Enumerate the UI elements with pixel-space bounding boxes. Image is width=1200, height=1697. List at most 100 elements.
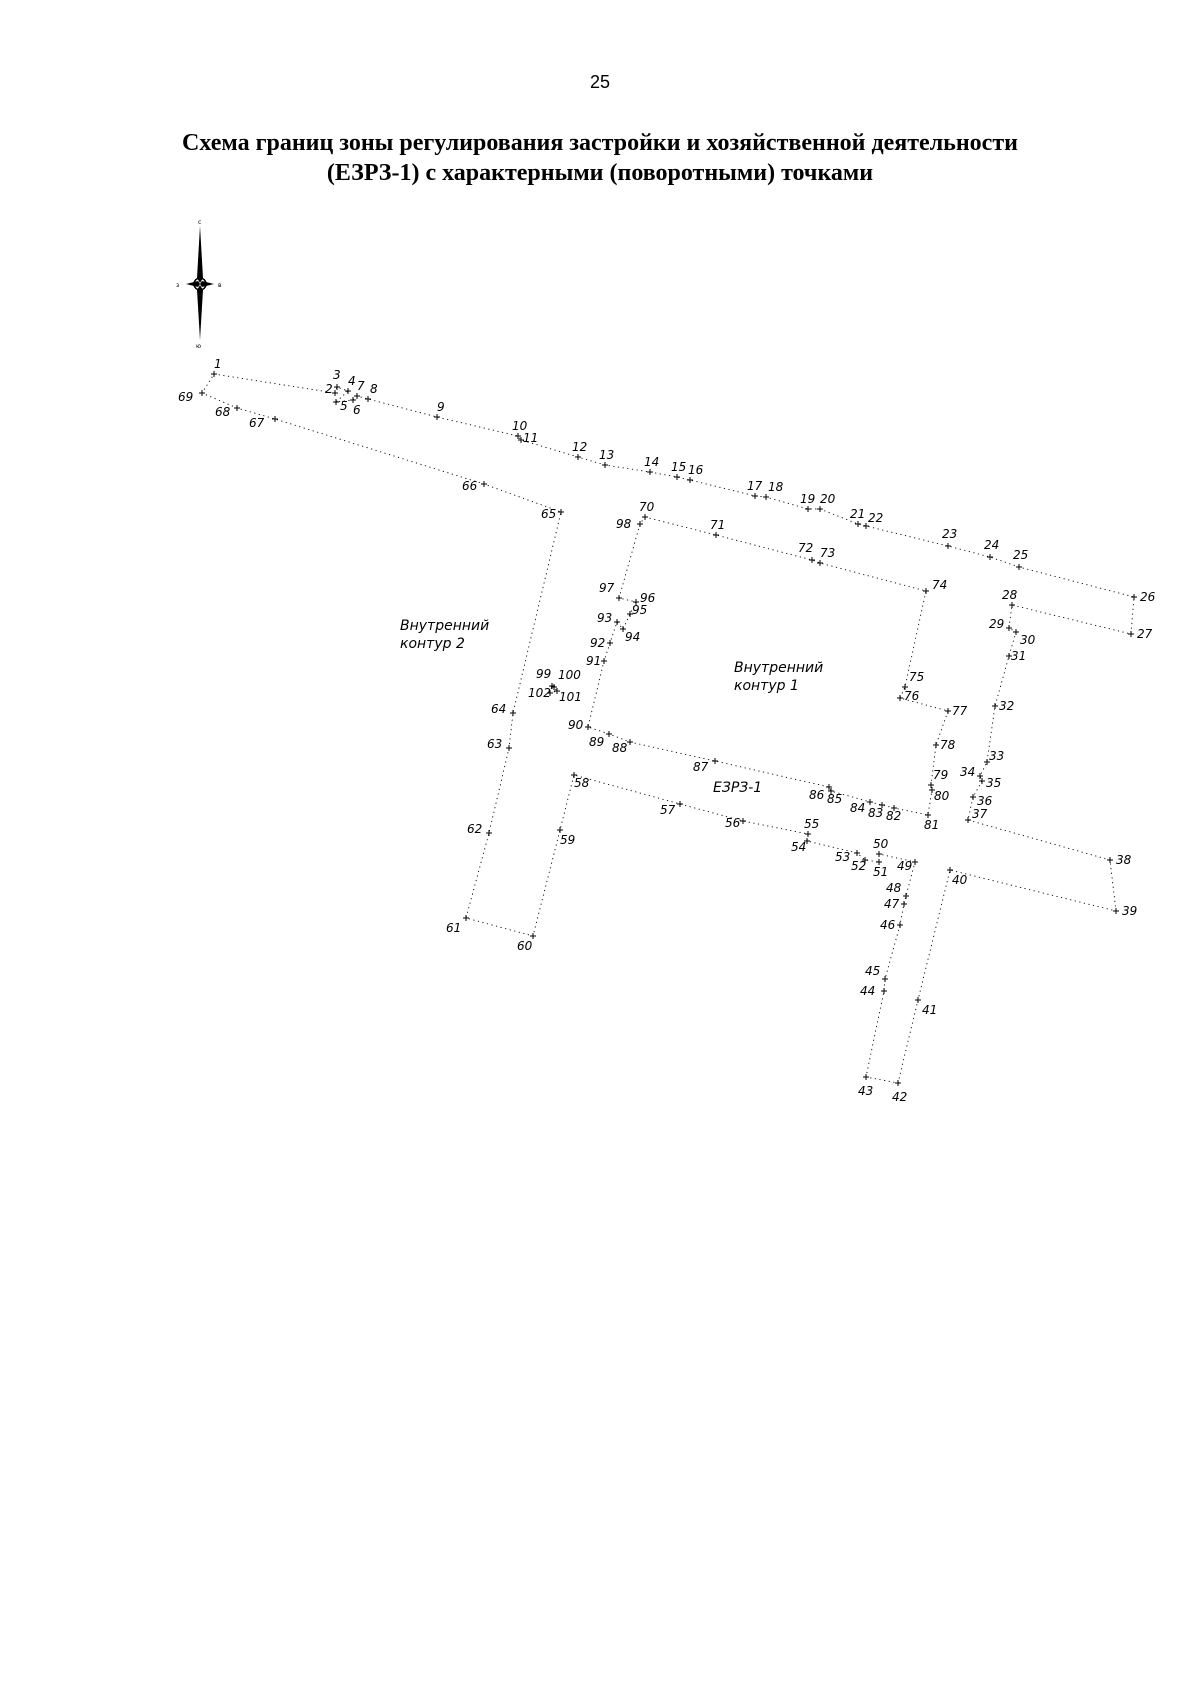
point-marker-45: [882, 976, 888, 982]
point-marker-66: [481, 481, 487, 487]
point-marker-54: [804, 838, 810, 844]
point-label-38: 38: [1116, 853, 1132, 867]
point-label-90: 90: [568, 718, 584, 732]
point-label-67: 67: [249, 416, 265, 430]
boundary-lines: [201, 373, 1135, 1084]
point-label-31: 31: [1011, 649, 1026, 663]
point-marker-55: [805, 831, 811, 837]
point-label-37: 37: [972, 807, 988, 821]
compass-north-needle: [197, 226, 203, 283]
point-marker-79: [928, 782, 934, 788]
point-marker-25: [1016, 564, 1022, 570]
point-label-15: 15: [671, 460, 686, 474]
point-marker-46: [897, 922, 903, 928]
point-marker-33: [984, 759, 990, 765]
title-line-1: Схема границ зоны регулирования застройк…: [182, 130, 1018, 156]
point-label-30: 30: [1020, 633, 1036, 647]
point-label-22: 22: [868, 511, 883, 525]
point-label-75: 75: [909, 670, 924, 684]
point-label-92: 92: [590, 636, 605, 650]
point-marker-77: [945, 708, 951, 714]
point-marker-102: [547, 690, 553, 696]
point-marker-64: [510, 710, 516, 716]
point-label-78: 78: [940, 738, 956, 752]
point-label-49: 49: [897, 859, 912, 873]
point-marker-92: [607, 640, 613, 646]
point-marker-39: [1113, 908, 1119, 914]
point-marker-26: [1131, 594, 1137, 600]
point-label-21: 21: [850, 507, 865, 521]
compass-south-label: ю: [196, 343, 201, 350]
point-label-24: 24: [984, 538, 999, 552]
point-marker-53: [854, 850, 860, 856]
point-label-2: 2: [325, 382, 333, 396]
point-label-39: 39: [1122, 904, 1137, 918]
zone-label-ezrz: ЕЗРЗ-1: [713, 780, 762, 796]
point-label-46: 46: [880, 918, 896, 932]
point-label-40: 40: [952, 873, 968, 887]
point-label-27: 27: [1137, 627, 1153, 641]
point-marker-37: [965, 817, 971, 823]
outer-boundary-line: [201, 373, 1135, 1084]
point-label-98: 98: [616, 517, 632, 531]
point-marker-48: [903, 893, 909, 899]
point-label-47: 47: [884, 897, 900, 911]
point-marker-5: [333, 399, 339, 405]
point-label-76: 76: [904, 689, 920, 703]
point-label-95: 95: [632, 603, 647, 617]
point-label-4: 4: [348, 374, 356, 388]
point-marker-97: [616, 595, 622, 601]
point-marker-63: [506, 745, 512, 751]
point-marker-58: [571, 772, 577, 778]
point-label-83: 83: [868, 806, 883, 820]
point-marker-15: [674, 474, 680, 480]
point-label-101: 101: [559, 690, 582, 704]
point-marker-36: [970, 794, 976, 800]
point-marker-20: [817, 506, 823, 512]
point-marker-81: [925, 812, 931, 818]
point-marker-86: [826, 784, 832, 790]
compass-rose: с ю з в: [176, 219, 222, 350]
point-marker-87: [712, 758, 718, 764]
point-marker-100: [551, 684, 557, 690]
point-label-26: 26: [1140, 590, 1156, 604]
point-label-51: 51: [873, 865, 888, 879]
point-label-34: 34: [960, 765, 975, 779]
page-title: Схема границ зоны регулирования застройк…: [0, 128, 1200, 188]
point-marker-57: [677, 801, 683, 807]
point-label-36: 36: [977, 794, 993, 808]
title-line-2: (ЕЗРЗ-1) с характерными (поворотными) то…: [326, 160, 874, 186]
point-marker-72: [809, 557, 815, 563]
point-marker-62: [486, 830, 492, 836]
point-marker-2: [332, 390, 338, 396]
point-marker-70: [642, 514, 648, 520]
point-label-91: 91: [586, 654, 601, 668]
point-marker-41: [915, 997, 921, 1003]
point-marker-49: [912, 859, 918, 865]
point-marker-28: [1009, 602, 1015, 608]
point-marker-13: [602, 462, 608, 468]
point-label-60: 60: [517, 939, 533, 953]
point-marker-29: [1006, 625, 1012, 631]
point-label-33: 33: [989, 749, 1004, 763]
point-label-20: 20: [820, 492, 836, 506]
point-label-64: 64: [491, 702, 506, 716]
point-label-79: 79: [933, 768, 948, 782]
point-label-62: 62: [467, 822, 482, 836]
point-label-48: 48: [886, 881, 902, 895]
point-label-63: 63: [487, 737, 502, 751]
point-marker-14: [647, 469, 653, 475]
zone-labels: ЕЗРЗ-1 Внутренний контур 1 Внутренний ко…: [400, 618, 823, 796]
point-marker-31: [1006, 653, 1012, 659]
point-label-57: 57: [660, 803, 676, 817]
point-marker-21: [855, 521, 861, 527]
point-label-25: 25: [1013, 548, 1028, 562]
point-label-73: 73: [820, 546, 835, 560]
point-marker-73: [817, 560, 823, 566]
point-label-94: 94: [625, 630, 640, 644]
point-label-17: 17: [747, 479, 763, 493]
point-marker-38: [1107, 857, 1113, 863]
point-label-74: 74: [932, 578, 947, 592]
inner-contour-2-label-line1: Внутренний: [400, 618, 489, 634]
